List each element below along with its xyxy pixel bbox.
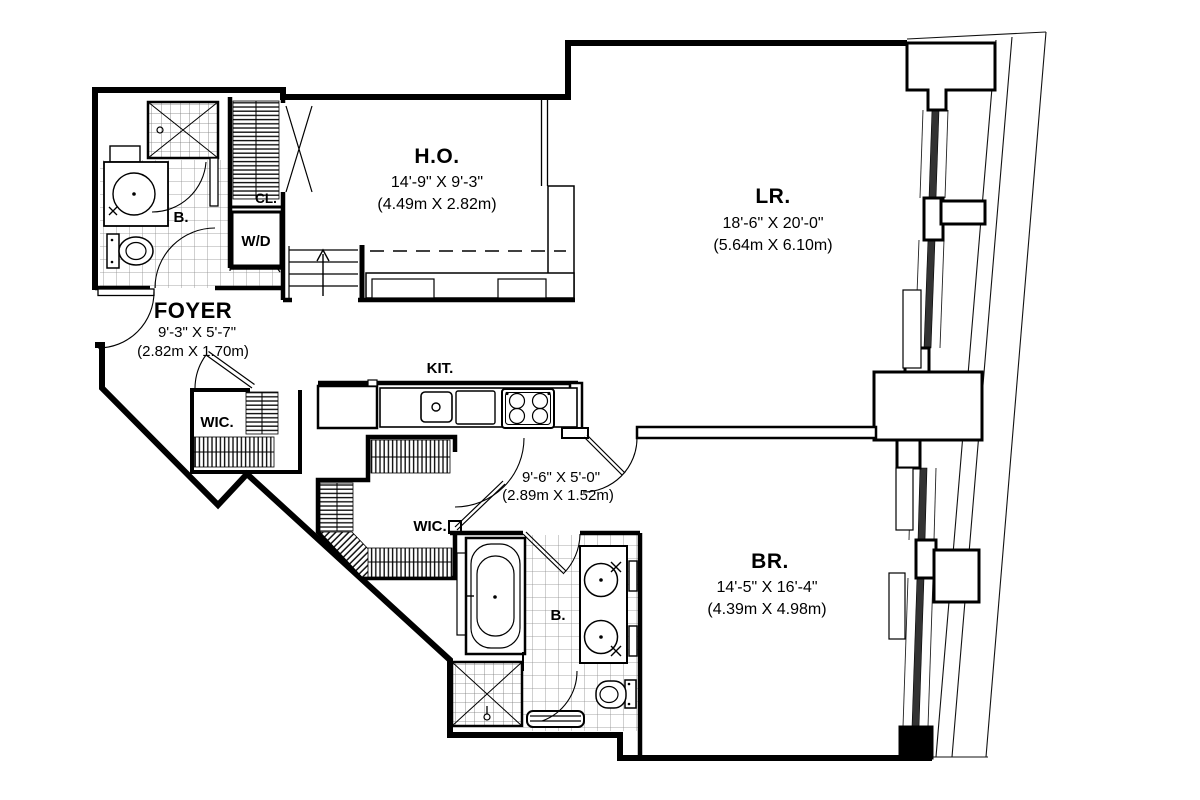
door-leaf bbox=[209, 157, 219, 207]
room-label-lr: LR. bbox=[755, 185, 790, 208]
room-dims-lr-metric: (5.64m X 6.10m) bbox=[713, 237, 832, 254]
room-dims-lr-imperial: 18'-6" X 20'-0" bbox=[722, 215, 823, 232]
dishwasher bbox=[455, 390, 496, 425]
laundry-label: W/D bbox=[241, 233, 270, 250]
double-vanity bbox=[579, 545, 638, 664]
refrigerator bbox=[316, 384, 379, 430]
br-entry-door bbox=[582, 434, 638, 493]
room-dims-foyer-metric: (2.82m X 1.70m) bbox=[137, 343, 249, 360]
closet-label: CL. bbox=[255, 191, 277, 206]
shower-head-icon bbox=[156, 126, 164, 134]
room-label-wic2: WIC. bbox=[413, 518, 446, 535]
labels: H.O. 14'-9" X 9'-3" (4.49m X 2.82m) LR. … bbox=[137, 145, 832, 624]
wic2-rods bbox=[319, 439, 453, 578]
entry-door bbox=[97, 288, 155, 349]
bath1-fixtures bbox=[103, 100, 284, 289]
stair-up-arrow bbox=[316, 248, 330, 296]
shower-stall-2 bbox=[450, 660, 524, 728]
room-label-bath2: B. bbox=[551, 607, 566, 624]
room-label-bath1: B. bbox=[174, 209, 189, 226]
room-dims-hall-imperial: 9'-6" X 5'-0" bbox=[522, 469, 600, 486]
window bbox=[923, 239, 936, 349]
room-dims-ho-metric: (4.49m X 2.82m) bbox=[377, 196, 496, 213]
bathtub bbox=[456, 536, 527, 656]
closet-hatches bbox=[193, 100, 453, 578]
wic1-rods bbox=[193, 391, 279, 468]
room-label-wic1: WIC. bbox=[200, 414, 233, 431]
window bbox=[917, 467, 928, 541]
cooktop bbox=[501, 388, 555, 429]
room-dims-br-metric: (4.39m X 4.98m) bbox=[707, 601, 826, 618]
bath2-door-swings bbox=[522, 531, 581, 722]
bath2-fixtures bbox=[450, 531, 638, 728]
room-dims-foyer-imperial: 9'-3" X 5'-7" bbox=[158, 324, 236, 341]
shower-stall bbox=[146, 100, 220, 160]
window-wall bbox=[872, 31, 1047, 760]
vanity-sink bbox=[103, 145, 169, 227]
closet-cl-rod bbox=[232, 100, 280, 200]
window bbox=[911, 577, 925, 728]
room-label-ho: H.O. bbox=[414, 145, 459, 168]
wic1-door bbox=[194, 351, 255, 389]
hall-west-door bbox=[454, 437, 525, 531]
shower-head-icon bbox=[483, 706, 491, 721]
room-dims-hall-metric: (2.89m X 1.52m) bbox=[502, 487, 614, 504]
bath-bench bbox=[526, 710, 585, 728]
bifold-door bbox=[285, 105, 313, 193]
toilet bbox=[106, 233, 154, 269]
room-label-br: BR. bbox=[751, 550, 789, 573]
door-swings bbox=[97, 288, 638, 531]
room-dims-ho-imperial: 14'-9" X 9'-3" bbox=[391, 174, 483, 191]
room-dims-br-imperial: 14'-5" X 16'-4" bbox=[716, 579, 817, 596]
kitchen-fixtures bbox=[316, 379, 578, 430]
room-label-foyer: FOYER bbox=[154, 298, 232, 323]
washer-dryer bbox=[230, 210, 283, 268]
window-sills bbox=[888, 289, 922, 640]
window bbox=[928, 109, 940, 199]
kitchen-sink bbox=[420, 391, 453, 423]
ho-desk bbox=[365, 250, 575, 299]
faucet-icon bbox=[610, 561, 622, 573]
toilet-2 bbox=[595, 679, 637, 709]
ho-stairs bbox=[288, 246, 358, 298]
faucet-icon bbox=[610, 645, 622, 657]
faucet-icon bbox=[108, 206, 118, 216]
room-label-kitchen: KIT. bbox=[427, 360, 454, 377]
